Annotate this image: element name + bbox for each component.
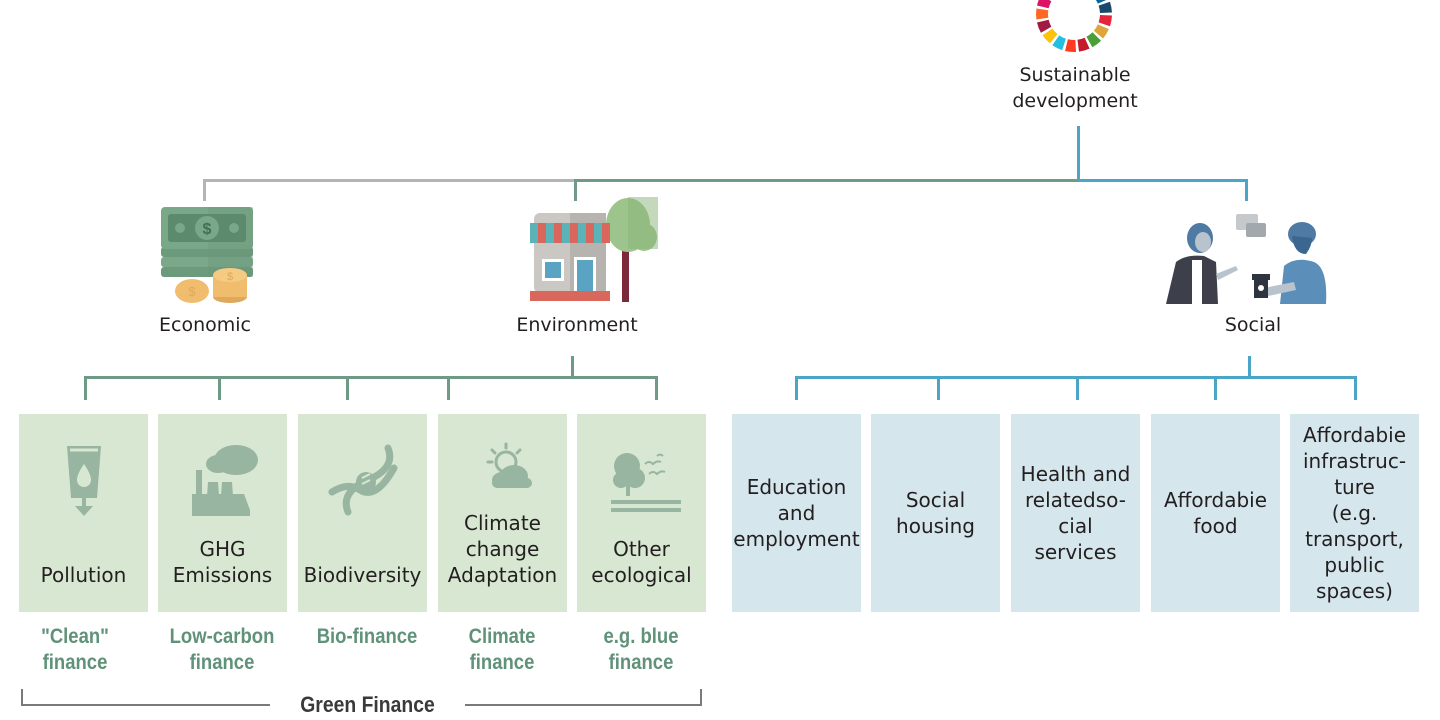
env-box-biodiversity: Biodiversity xyxy=(298,414,427,612)
money-stack-icon: $ $ $ xyxy=(161,207,253,303)
svg-text:$: $ xyxy=(203,221,212,238)
env-connector-h xyxy=(574,179,1080,182)
env-sub-stem xyxy=(571,356,574,378)
green-finance-bracket-right xyxy=(700,689,702,706)
shop-tree-icon xyxy=(530,197,658,302)
env-sub-tick xyxy=(447,376,450,400)
dna-icon xyxy=(328,444,398,516)
finance-label-clean: "Clean"finance xyxy=(41,625,109,674)
env-sub-tick xyxy=(84,376,87,400)
econ-connector-v xyxy=(203,179,206,201)
social-sub-stem xyxy=(1248,356,1251,378)
finance-label-bio: Bio-finance xyxy=(316,625,418,648)
green-finance-bracket-left xyxy=(21,689,23,706)
social-sub-tick xyxy=(1354,376,1357,400)
sdg-wheel-icon xyxy=(1036,0,1112,53)
social-connector-v xyxy=(1245,179,1248,201)
svg-text:$: $ xyxy=(188,284,196,299)
factory-smoke-icon xyxy=(192,445,258,516)
sun-cloud-icon xyxy=(486,442,532,488)
env-sub-tick xyxy=(218,376,221,400)
social-sub-tick xyxy=(795,376,798,400)
people-conversation-icon xyxy=(1166,214,1327,304)
tree-birds-icon xyxy=(611,453,681,512)
root-stem xyxy=(1077,126,1080,182)
env-connector-v xyxy=(574,179,577,201)
pollution-icon xyxy=(67,446,101,516)
pillar-social-label: Social xyxy=(1224,314,1282,336)
green-finance-bracket-line-right xyxy=(465,704,702,706)
pillar-economic-label: Economic xyxy=(159,314,251,336)
green-finance-bracket-line-left xyxy=(21,704,270,706)
pillar-environment-label: Environment xyxy=(516,314,638,336)
social-sub-tick xyxy=(937,376,940,400)
env-sub-tick xyxy=(655,376,658,400)
social-sub-tick xyxy=(1214,376,1217,400)
green-finance-label: Green Finance xyxy=(300,692,435,717)
env-box-pollution: Pollution xyxy=(19,414,148,612)
svg-text:$: $ xyxy=(227,271,233,283)
social-connector-h xyxy=(1078,179,1248,182)
env-sub-tick xyxy=(346,376,349,400)
root-label: Sustainable development xyxy=(1012,64,1138,112)
env-sub-h xyxy=(84,376,658,379)
social-sub-tick xyxy=(1076,376,1079,400)
econ-connector-h xyxy=(203,179,575,182)
